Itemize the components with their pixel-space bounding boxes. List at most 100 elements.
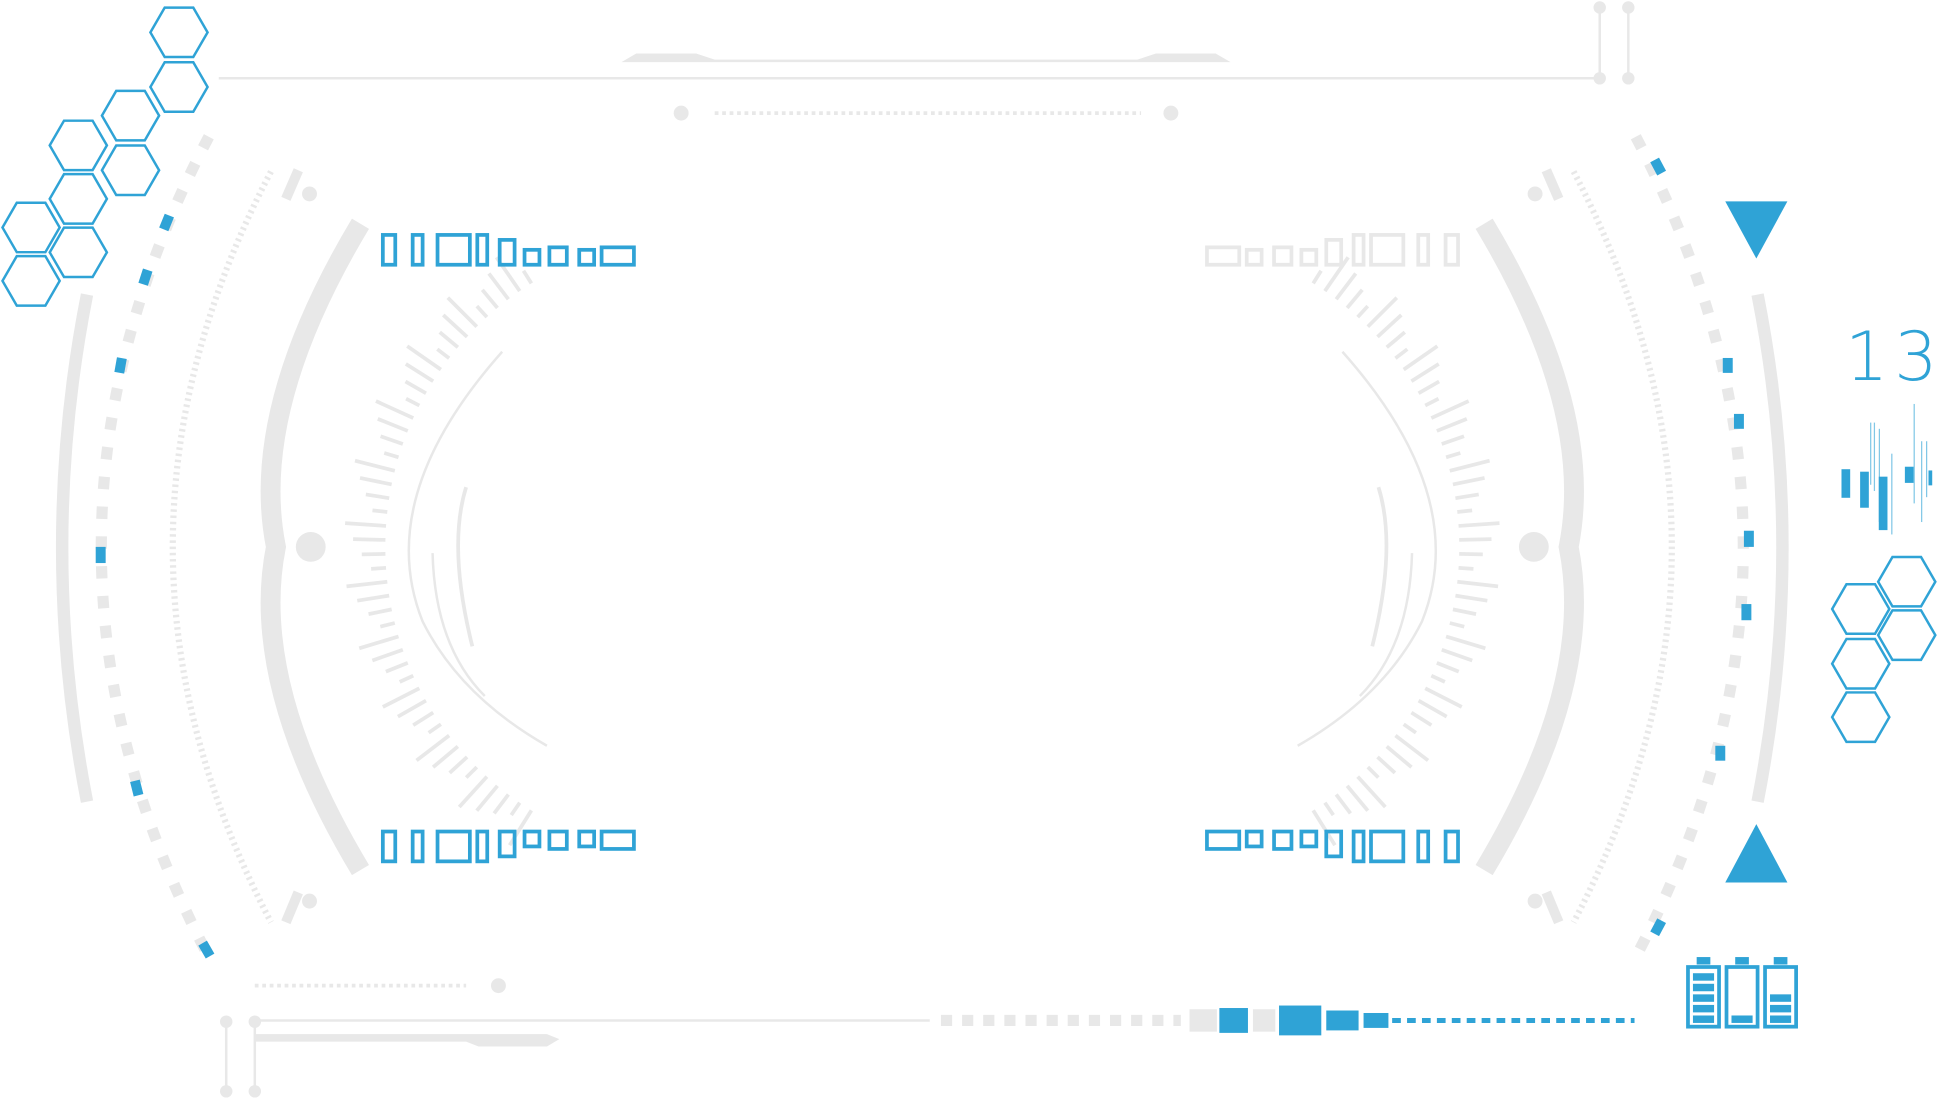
tick-mark — [371, 565, 387, 571]
tick-mark — [385, 661, 409, 674]
tick-mark — [396, 698, 427, 719]
indicator-block — [1416, 233, 1431, 267]
tick-mark — [379, 434, 404, 446]
battery-icon — [1763, 957, 1798, 1029]
signal-bar — [1928, 470, 1933, 486]
indicator-block — [599, 245, 636, 267]
hexagon-icon — [1876, 609, 1937, 662]
indicator-block — [1443, 829, 1460, 864]
tick-mark — [475, 304, 489, 319]
tick-mark — [377, 417, 409, 433]
dashed-arc-left — [95, 134, 214, 960]
indicator-block — [1244, 247, 1264, 267]
hexagon-icon — [48, 226, 109, 279]
tick-mark — [383, 451, 400, 460]
indicator-block — [435, 829, 472, 864]
hexagon-icon — [1830, 583, 1891, 636]
battery-segment — [1770, 1015, 1792, 1023]
indicator-block — [1299, 829, 1319, 849]
signal-bar — [1860, 471, 1869, 508]
indicator-block — [1324, 238, 1344, 267]
indicator-block — [1205, 829, 1242, 851]
indicator-block — [380, 233, 398, 267]
dot — [302, 893, 317, 909]
tick-mark — [480, 288, 499, 310]
tick-mark — [371, 648, 404, 663]
top-frame — [218, 1, 1635, 121]
indicator-block — [410, 829, 425, 864]
battery-segment — [1692, 983, 1715, 992]
tick-mark — [379, 621, 396, 629]
tick-mark — [521, 269, 533, 285]
tick-mark — [457, 775, 489, 809]
tick-mark — [398, 674, 415, 684]
tick-mark — [404, 379, 427, 395]
outer-band — [55, 293, 94, 803]
indicator-block — [1272, 829, 1294, 851]
tick-mark — [354, 458, 396, 473]
hexagon-icon — [48, 172, 109, 225]
tick-mark — [509, 801, 522, 817]
indicator-block — [1272, 245, 1294, 267]
signal-bars-icon — [1841, 403, 1933, 535]
indicator-block — [522, 829, 542, 849]
tick-mark — [358, 634, 400, 651]
tick-mark — [406, 344, 442, 372]
triangle-up-icon — [1725, 824, 1788, 883]
battery-icon — [1686, 957, 1721, 1029]
hexagon-icon — [1830, 637, 1891, 690]
indicator-block — [1443, 233, 1460, 267]
center-dot — [295, 531, 326, 562]
tick-mark — [356, 593, 390, 603]
indicator-block — [1299, 247, 1319, 267]
indicator-block — [435, 233, 472, 267]
hexagon-icon — [1, 254, 62, 307]
tick-mark — [346, 579, 388, 589]
tick-mark — [375, 399, 415, 420]
battery-segment — [1692, 973, 1715, 981]
indicator-block — [1324, 829, 1344, 859]
tick-mark — [448, 755, 469, 775]
bottom-frame — [220, 978, 1635, 1098]
dot — [302, 186, 317, 202]
tick-mark — [361, 552, 386, 557]
indicator-rows — [380, 233, 1460, 864]
inner-arc — [407, 350, 548, 747]
tick-mark — [412, 711, 435, 727]
indicator-block — [1205, 245, 1242, 267]
left-frame — [55, 134, 548, 960]
tick-mark — [359, 476, 393, 487]
battery-segment — [1692, 994, 1715, 1002]
tick-mark — [344, 521, 387, 528]
radial-ticks — [344, 256, 533, 847]
tick-mark — [368, 607, 393, 616]
battery-segment — [1731, 1015, 1753, 1023]
hexagon-icon — [148, 61, 210, 113]
tick-mark — [431, 745, 460, 769]
tick-mark — [427, 722, 442, 735]
indicator-block — [1369, 829, 1406, 864]
battery-segment — [1770, 1004, 1792, 1013]
hexagon-icon — [1876, 555, 1937, 608]
tick-mark — [438, 330, 460, 349]
signal-bar — [1841, 469, 1851, 498]
indicator-block — [497, 238, 517, 267]
tick-mark — [381, 686, 421, 709]
tick-mark — [436, 347, 451, 360]
battery-icon — [1724, 957, 1760, 1029]
tick-mark — [404, 362, 435, 383]
indicator-block — [547, 829, 569, 851]
indicator-block — [1351, 233, 1366, 267]
tick-mark — [405, 397, 421, 408]
signal-bar — [1878, 476, 1888, 531]
indicator-block — [1244, 829, 1264, 849]
indicator-block — [1416, 829, 1431, 864]
indicator-block — [522, 247, 542, 267]
hexagon-icon — [100, 89, 161, 142]
tick-mark — [464, 765, 479, 779]
tick-mark — [442, 313, 469, 339]
tick-mark — [365, 492, 390, 501]
triangle-down-icon — [1725, 201, 1788, 259]
hexagon-icon — [1, 201, 62, 254]
